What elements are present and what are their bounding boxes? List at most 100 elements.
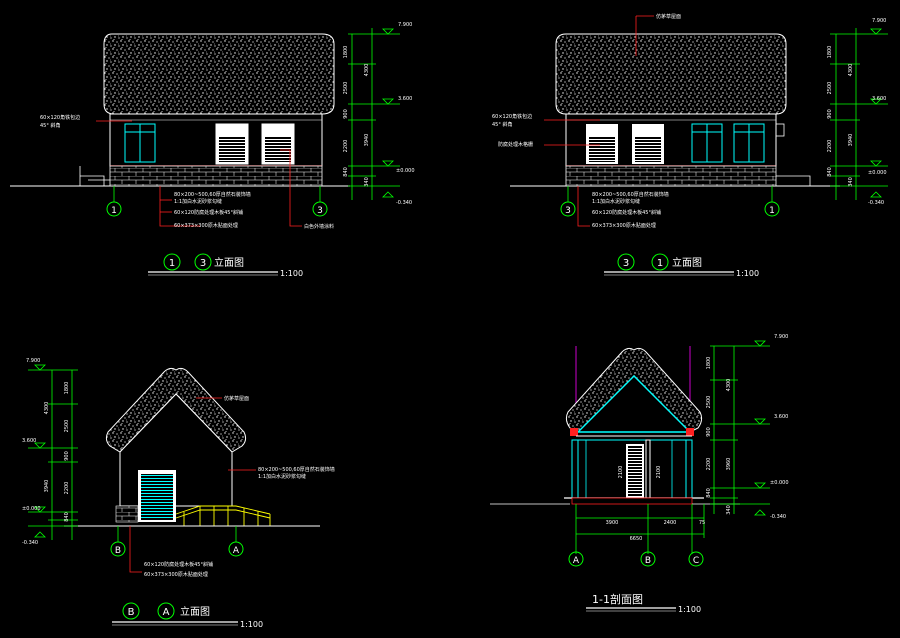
dimension-value: 4300 — [44, 402, 50, 415]
dimension-value: 2500 — [343, 82, 349, 95]
title-bubble — [194, 253, 212, 271]
axis-bubble — [312, 201, 328, 217]
ramp-railing — [175, 505, 271, 526]
dimension-value: 75 — [699, 520, 705, 526]
stone-base — [115, 505, 139, 523]
axis-bubble — [568, 551, 584, 567]
title-axis: 3 — [200, 258, 206, 269]
note-text: 80×200~500,60厚自然石装饰墙 — [258, 466, 335, 473]
dimension-value: 1800 — [343, 46, 349, 59]
note-text: 45° 斜角 — [492, 121, 512, 128]
axis-bubble — [764, 201, 780, 217]
dimension-chain — [348, 28, 400, 200]
axis-label: B — [115, 546, 121, 556]
drawing-title: 1-1剖面图 — [592, 592, 643, 606]
drawing-scale: 1:100 — [678, 605, 701, 614]
level-value: 3.600 — [774, 414, 788, 420]
title-bubble — [163, 253, 181, 271]
window — [691, 123, 723, 163]
note-text: 仿茅草屋面 — [656, 13, 681, 20]
louver-door — [626, 444, 644, 498]
louver-panel — [632, 124, 664, 164]
elevation-3-1: 仿茅草屋面 60×120角铁包边 45° 斜角 防腐处理木格栅 80×200~5… — [492, 13, 888, 278]
note-text: 45° 斜角 — [40, 122, 60, 129]
louver-panel — [586, 124, 618, 164]
axis-bubble — [640, 551, 656, 567]
dimension-value: 1800 — [827, 46, 833, 59]
dimension-value: 2500 — [706, 396, 712, 409]
axis-bubble — [110, 541, 126, 557]
title-axis: 1 — [657, 258, 663, 269]
note-text: 60×120防腐处理木板45°斜铺 — [174, 209, 243, 216]
dimension-value: 6650 — [630, 536, 643, 542]
dimension-value: 2100 — [656, 466, 662, 479]
elevation-b-a: 仿茅草屋面 80×200~500,60厚自然石装饰墙 1:1加白水泥砂浆勾缝 6… — [22, 358, 335, 629]
dimension-value: 900 — [343, 109, 349, 119]
dimension-value: 340 — [726, 505, 732, 515]
thatch-roof — [103, 33, 335, 115]
section-1-1: 2100 2100 3900 2400 75 6650 A B C — [490, 334, 789, 614]
louver-door — [138, 470, 176, 522]
dimension-value: 900 — [827, 109, 833, 119]
note-text: 60×120角铁包边 — [40, 114, 80, 121]
axis-bubble — [106, 201, 122, 217]
dimension-value: 2400 — [664, 520, 677, 526]
louver-panel — [261, 123, 295, 165]
level-value: 7.900 — [398, 22, 412, 28]
axis-label: 3 — [565, 206, 571, 216]
dimension-value: 3900 — [606, 520, 619, 526]
roof-truss — [576, 375, 692, 433]
level-value: 7.900 — [872, 18, 886, 24]
drawing-scale: 1:100 — [736, 269, 759, 278]
title-axis: B — [128, 607, 135, 618]
note-text: 1:1加白水泥砂浆勾缝 — [174, 198, 222, 205]
dimension-value: 3960 — [726, 458, 732, 471]
level-value: ±0.000 — [22, 506, 41, 512]
axis-bubble — [688, 551, 704, 567]
dimension-value: 3940 — [364, 134, 370, 147]
dimension-value: 900 — [64, 451, 70, 461]
level-value: 3.600 — [872, 96, 886, 102]
level-value: ±0.000 — [770, 480, 789, 486]
louver-panel — [215, 123, 249, 165]
note-text: 防腐处理木格栅 — [498, 141, 533, 148]
level-value: 7.900 — [774, 334, 788, 340]
note-text: 60×373×300原木贴面处理 — [174, 222, 238, 229]
note-text: 60×373×300原木贴面处理 — [592, 222, 656, 229]
dimension-value: 900 — [706, 427, 712, 437]
note-text: 60×120防腐处理木板45°斜铺 — [144, 561, 213, 568]
note-text: 60×120防腐处理木板45°斜铺 — [592, 209, 661, 216]
axis-label: A — [573, 556, 580, 566]
note-text: 1:1加白水泥砂浆勾缝 — [592, 198, 640, 205]
axis-bubble — [560, 201, 576, 217]
dimension-value: 840 — [827, 167, 833, 177]
note-text: 60×120角铁包边 — [492, 113, 532, 120]
dimension-value: 2100 — [618, 466, 624, 479]
dimension-value: 840 — [706, 488, 712, 498]
dimension-value: 2200 — [706, 458, 712, 471]
axis-label: 1 — [769, 206, 775, 216]
level-value: ±0.000 — [868, 170, 887, 176]
dimension-chain — [830, 28, 888, 200]
dimension-chain — [575, 504, 705, 554]
dimension-value: 4300 — [364, 64, 370, 77]
note-text: 白色外墙涂料 — [304, 223, 334, 230]
axis-label: 3 — [317, 206, 323, 216]
dimension-value: 2200 — [64, 482, 70, 495]
title-bubble — [651, 253, 669, 271]
dimension-chain — [710, 345, 770, 514]
thatch-roof — [565, 347, 703, 433]
title-axis: 1 — [169, 258, 175, 269]
level-value: -0.340 — [22, 540, 38, 546]
dimension-value: 1800 — [706, 357, 712, 370]
drawing-scale: 1:100 — [280, 269, 303, 278]
note-text: 仿茅草屋面 — [224, 395, 249, 402]
dimension-value: 340 — [848, 177, 854, 187]
axis-bubble — [228, 541, 244, 557]
dimension-value: 4300 — [726, 379, 732, 392]
dimension-value: 4300 — [848, 64, 854, 77]
level-marker — [870, 28, 882, 198]
note-text: 60×373×300原木贴面处理 — [144, 571, 208, 578]
title-axis: A — [163, 607, 170, 618]
